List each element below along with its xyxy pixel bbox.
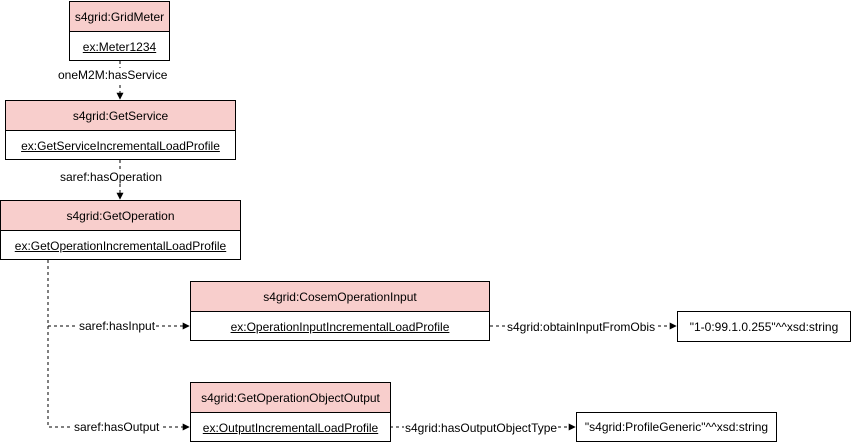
edge-label-has-service: oneM2M:hasService (57, 68, 169, 82)
node-get-service[interactable]: s4grid:GetService ex:GetServiceIncrement… (5, 100, 236, 160)
instance-label: ex:Meter1234 (82, 39, 157, 54)
instance-label: ex:GetServiceIncrementalLoadProfile (21, 138, 220, 153)
edge-has-input (47, 260, 190, 330)
node-cosem-operation-input[interactable]: s4grid:CosemOperationInput ex:OperationI… (190, 281, 490, 341)
literal-obis-value[interactable]: "1-0:99.1.0.255"^^xsd:string (677, 311, 851, 342)
instance-label: ex:OperationInputIncrementalLoadProfile (230, 319, 450, 334)
edge-label-has-operation: saref:hasOperation (59, 170, 164, 184)
instance-label: ex:OutputIncrementalLoadProfile (202, 420, 379, 435)
class-label: s4grid:GetService (6, 101, 235, 131)
class-label: s4grid:GetOperation (1, 201, 240, 231)
literal-profile-generic[interactable]: "s4grid:ProfileGeneric"^^xsd:string (576, 412, 777, 442)
class-label: s4grid:GetOperationObjectOutput (191, 383, 390, 413)
class-label: s4grid:CosemOperationInput (191, 282, 489, 312)
edge-label-obtain-input-from-obis: s4grid:obtainInputFromObis (506, 320, 657, 334)
class-label: s4grid:GridMeter (70, 2, 169, 32)
instance-label: ex:GetOperationIncrementalLoadProfile (14, 238, 227, 253)
edge-label-has-output-object-type: s4grid:hasOutputObjectType (404, 421, 559, 435)
node-get-operation-object-output[interactable]: s4grid:GetOperationObjectOutput ex:Outpu… (190, 382, 391, 442)
edge-label-has-output: saref:hasOutput (73, 420, 161, 434)
edge-label-has-input: saref:hasInput (78, 319, 157, 333)
node-grid-meter[interactable]: s4grid:GridMeter ex:Meter1234 (69, 1, 170, 61)
node-get-operation[interactable]: s4grid:GetOperation ex:GetOperationIncre… (0, 200, 241, 260)
edge-has-output (47, 326, 190, 431)
